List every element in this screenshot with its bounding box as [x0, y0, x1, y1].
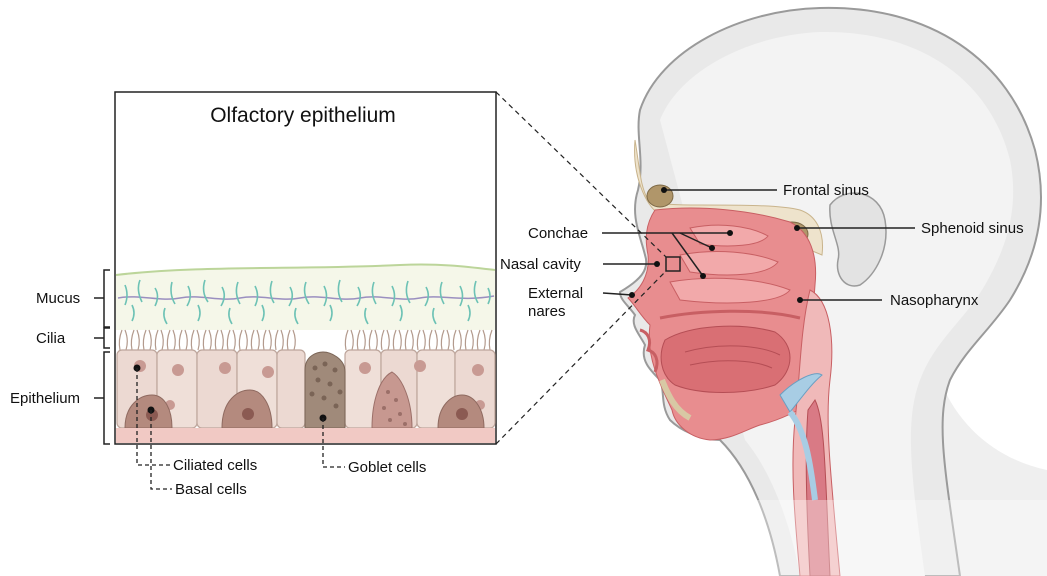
nasopharynx-label: Nasopharynx: [890, 292, 978, 309]
conchae-dot-2: [709, 245, 715, 251]
inset-title: Olfactory epithelium: [115, 104, 491, 128]
conchae-dot-3: [700, 273, 706, 279]
conchae-dot-1: [727, 230, 733, 236]
cilia-label: Cilia: [36, 330, 65, 347]
nucleus: [172, 364, 184, 376]
epithelium-bracket: [94, 352, 110, 444]
tongue: [661, 326, 790, 392]
external-nares-dot: [629, 292, 635, 298]
cell: [277, 350, 305, 428]
frontal-sinus-label: Frontal sinus: [783, 182, 869, 199]
nucleus: [472, 364, 484, 376]
nasal-cavity-label: Nasal cavity: [500, 256, 581, 273]
nucleus: [262, 366, 274, 378]
nasal-cavity-dot: [654, 261, 660, 267]
goblet-cells-label: Goblet cells: [348, 459, 426, 476]
ciliated-cells-label: Ciliated cells: [173, 457, 257, 474]
head-illustration: [620, 8, 1047, 576]
bottom-fade: [700, 500, 1047, 576]
sphenoid-sinus-dot: [794, 225, 800, 231]
basal-cells-label: Basal cells: [175, 481, 247, 498]
mucus-bracket: [94, 270, 110, 327]
cilia-bracket: [94, 328, 110, 348]
basal-nucleus: [242, 408, 254, 420]
basement-membrane: [116, 428, 495, 443]
nucleus: [219, 362, 231, 374]
external-nares-label-line2: nares: [528, 303, 566, 320]
nasopharynx-dot: [797, 297, 803, 303]
external-nares-label-line1: External: [528, 285, 583, 302]
basal-nucleus: [456, 408, 468, 420]
olfactory-inset: [115, 92, 496, 444]
conchae-label: Conchae: [528, 225, 588, 242]
frontal-sinus-dot: [661, 187, 667, 193]
nucleus: [359, 362, 371, 374]
mucus-label: Mucus: [36, 290, 80, 307]
epithelium-label: Epithelium: [10, 390, 80, 407]
sphenoid-sinus-label: Sphenoid sinus: [921, 220, 1024, 237]
nucleus: [414, 360, 426, 372]
frontal-sinus-shape: [647, 185, 673, 207]
